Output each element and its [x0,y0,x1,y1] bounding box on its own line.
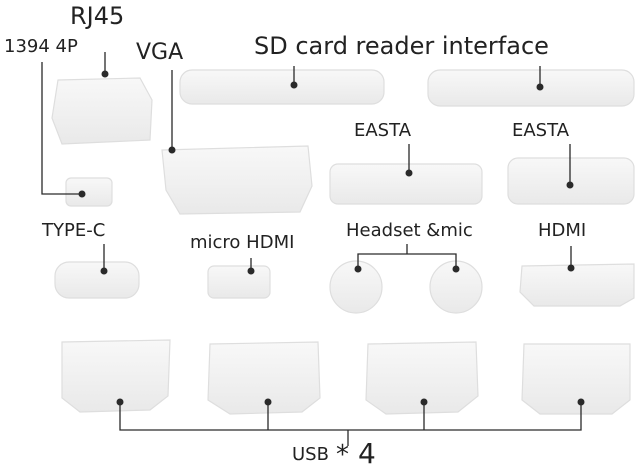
usb-plug-4 [521,343,631,415]
label-rj45: RJ45 [70,2,125,30]
label-type-c: TYPE-C [42,220,106,241]
headset-plug [329,260,383,314]
easta-plug-1 [329,163,483,205]
label-vga: VGA [136,40,184,65]
usb-plug-2 [207,341,321,415]
usb-plug-1 [61,339,171,413]
leader-lines [41,52,582,446]
sd-card-plug-2 [427,69,635,107]
label-usb-multiplier: * [336,440,349,470]
rj45-plug [51,77,153,145]
type-c-plug [54,261,140,299]
label-headset-mic: Headset &mic [346,220,473,241]
hdmi-plug [519,263,635,307]
micro-hdmi-plug [207,265,271,299]
leader-dots [78,70,585,406]
label-hdmi: HDMI [538,220,587,241]
usb-plug-3 [365,341,479,415]
label-usb-count: 4 [358,437,376,470]
label-ieee1394: 1394 4P [4,36,78,57]
label-easta-2: EASTA [512,120,570,141]
easta-plug-2 [507,157,635,205]
label-micro-hdmi: micro HDMI [190,232,295,253]
vga-plug [161,145,313,215]
ieee1394-plug [65,177,113,207]
label-easta-1: EASTA [354,120,412,141]
label-sd-card: SD card reader interface [254,32,549,60]
sd-card-plug-1 [179,69,385,105]
label-usb: USB [292,444,329,465]
